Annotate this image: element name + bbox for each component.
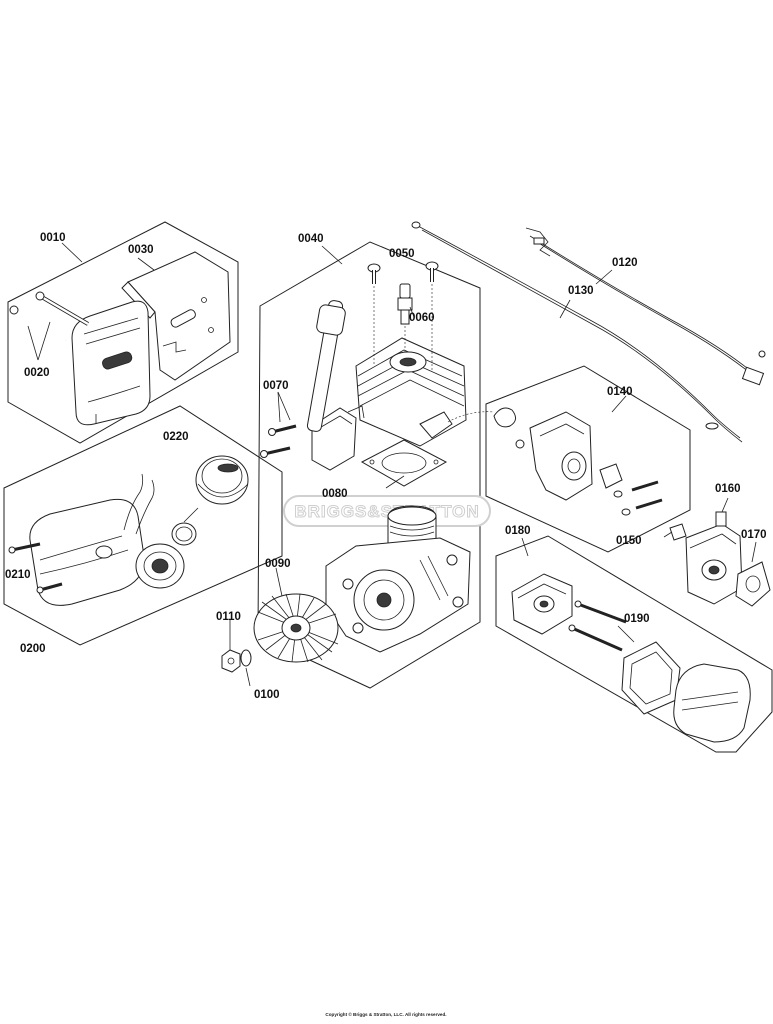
label-0060: 0060 bbox=[409, 312, 435, 324]
label-0020: 0020 bbox=[24, 367, 50, 379]
label-0080: 0080 bbox=[322, 488, 348, 500]
intake-group-frame bbox=[3, 405, 283, 646]
flywheel-part bbox=[253, 593, 339, 663]
fuel-cap-part bbox=[171, 455, 249, 546]
filter-base-group-frame bbox=[485, 365, 691, 553]
label-0050: 0050 bbox=[389, 248, 415, 260]
muffler-bolts-part bbox=[9, 291, 90, 342]
spark-plug-part bbox=[397, 283, 413, 352]
label-0140: 0140 bbox=[607, 386, 633, 398]
label-0220: 0220 bbox=[163, 431, 189, 443]
flywheel-nut-part bbox=[221, 649, 241, 673]
muffler-assembly-group bbox=[7, 221, 239, 444]
intake-adapter-part bbox=[29, 498, 185, 606]
copyright-notice: Copyright © Briggs & Stratton, LLC. All … bbox=[325, 1011, 446, 1017]
cylinder-gasket-part bbox=[360, 439, 448, 487]
throttle-cables-group bbox=[411, 221, 766, 443]
brand-watermark: BRIGGS&STRATTON bbox=[283, 495, 491, 527]
air-filter-base-group bbox=[447, 365, 691, 553]
label-0090: 0090 bbox=[265, 558, 291, 570]
label-0200: 0200 bbox=[20, 643, 46, 655]
engine-block-group: BRIGGS&STRATTON bbox=[221, 241, 491, 689]
label-0120: 0120 bbox=[612, 257, 638, 269]
label-0070: 0070 bbox=[263, 380, 289, 392]
fuel-intake-group bbox=[3, 405, 283, 646]
air-filter-group-frame bbox=[495, 535, 773, 753]
label-0130: 0130 bbox=[568, 285, 594, 297]
filter-base-part bbox=[529, 411, 623, 501]
label-0150: 0150 bbox=[616, 535, 642, 547]
label-0110: 0110 bbox=[216, 611, 241, 623]
label-0210: 0210 bbox=[5, 569, 31, 581]
watermark-text: BRIGGS&STRATTON bbox=[294, 502, 479, 521]
stop-switch-wire-part bbox=[525, 227, 766, 386]
label-0180: 0180 bbox=[505, 525, 531, 537]
carburetor-part bbox=[685, 497, 743, 605]
label-0030: 0030 bbox=[128, 244, 154, 256]
label-0010: 0010 bbox=[40, 232, 66, 244]
label-0040: 0040 bbox=[298, 233, 324, 245]
part-number-labels: 0010 0030 0020 0220 0210 0200 0040 0050 … bbox=[5, 232, 767, 701]
air-filter-group bbox=[495, 535, 773, 753]
cylinder-screws-part bbox=[367, 261, 439, 372]
air-filter-cover-part bbox=[673, 663, 751, 743]
throttle-cable-part bbox=[411, 221, 743, 443]
filter-housing-part bbox=[511, 573, 573, 635]
label-0190: 0190 bbox=[624, 613, 650, 625]
label-0160: 0160 bbox=[715, 483, 741, 495]
cylinder-part bbox=[347, 337, 467, 447]
carburetor-gasket-part bbox=[735, 541, 771, 607]
label-0170: 0170 bbox=[741, 529, 767, 541]
label-0100: 0100 bbox=[254, 689, 280, 701]
crankcase-part bbox=[325, 537, 471, 653]
flywheel-washer-part bbox=[240, 649, 252, 667]
ignition-coil-part bbox=[306, 300, 357, 471]
muffler-group-frame bbox=[7, 221, 239, 444]
